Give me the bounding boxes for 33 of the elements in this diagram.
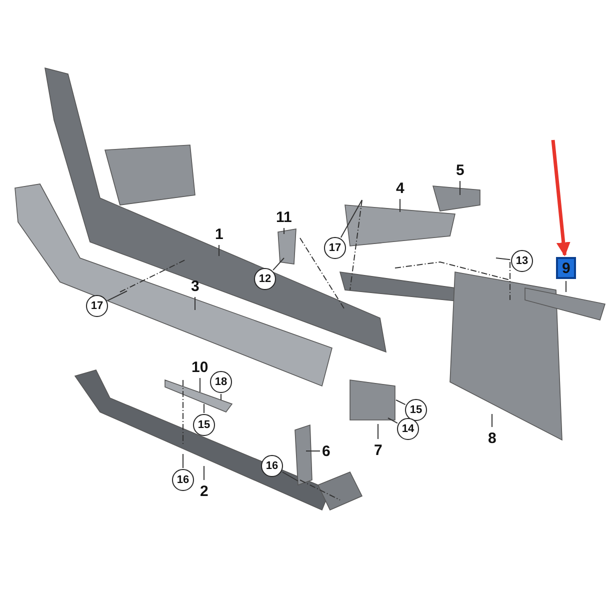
leader-line — [340, 200, 362, 238]
leader-line — [220, 394, 222, 400]
callout-number: 7 — [374, 441, 382, 459]
callout-number: 16 — [261, 455, 283, 477]
leader-line — [194, 296, 196, 310]
leader-line — [272, 258, 284, 271]
callout-number: 14 — [397, 418, 419, 440]
callout-number: 4 — [396, 179, 404, 197]
callout-number: 16 — [172, 469, 194, 491]
leader-line — [306, 450, 320, 452]
callout-number: 6 — [322, 442, 330, 460]
callout-number: 1 — [215, 225, 224, 243]
callout-number: 11 — [276, 208, 292, 226]
pointer-arrow — [551, 140, 570, 256]
leader-line — [282, 472, 298, 482]
callout-number: 2 — [200, 482, 208, 500]
callout-number: 3 — [191, 277, 200, 295]
callout-number: 10 — [192, 358, 208, 376]
highlighted-callout-number: 9 — [556, 257, 576, 279]
leader-line — [182, 454, 184, 468]
leader-line — [496, 258, 511, 260]
leader-line — [107, 290, 128, 302]
leader-line — [218, 244, 220, 256]
callout-number: 8 — [488, 429, 496, 447]
callout-number: 17 — [324, 237, 346, 259]
callout-number: 18 — [210, 371, 232, 393]
leader-line — [396, 400, 406, 406]
callout-number: 15 — [405, 399, 427, 421]
callout-number: 17 — [86, 295, 108, 317]
callout-number: 13 — [511, 250, 533, 272]
leader-line — [388, 418, 398, 424]
callout-number: 15 — [193, 414, 215, 436]
callout-number: 5 — [456, 161, 464, 179]
